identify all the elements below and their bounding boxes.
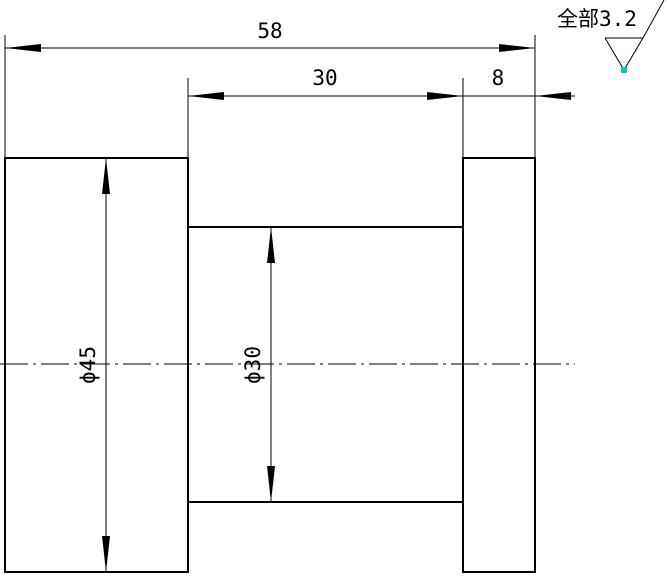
dimension-text-8: 8 <box>492 66 505 90</box>
finish-triangle <box>604 37 644 71</box>
arrowhead <box>499 44 535 52</box>
arrowhead <box>267 227 275 263</box>
surface-finish-symbol: 全部3.2 <box>557 0 665 73</box>
dimension-text-d30: ϕ30 <box>241 346 265 384</box>
arrowhead <box>102 158 110 194</box>
dimension-middle-length: 30 <box>188 66 463 100</box>
arrowhead <box>427 92 463 100</box>
arrowhead <box>188 92 224 100</box>
surface-finish-note: 全部3.2 <box>557 7 637 31</box>
finish-extension-line <box>642 0 665 39</box>
arrowhead <box>535 92 571 100</box>
part-outline <box>4 157 536 573</box>
arrowhead <box>5 44 41 52</box>
left-flange-outline <box>4 157 189 573</box>
right-flange-outline <box>462 157 536 573</box>
dimension-overall-length: 58 <box>5 19 535 52</box>
finish-point-marker <box>621 67 627 73</box>
dimension-flange-length: 8 <box>463 66 575 100</box>
dimension-large-diameter: ϕ45 <box>76 158 110 572</box>
arrowhead <box>267 466 275 502</box>
dimension-text-d45: ϕ45 <box>76 346 100 384</box>
dimension-text-30: 30 <box>312 66 337 90</box>
dimension-small-diameter: ϕ30 <box>241 227 275 502</box>
arrowhead <box>102 536 110 572</box>
dimension-text-58: 58 <box>257 19 282 43</box>
